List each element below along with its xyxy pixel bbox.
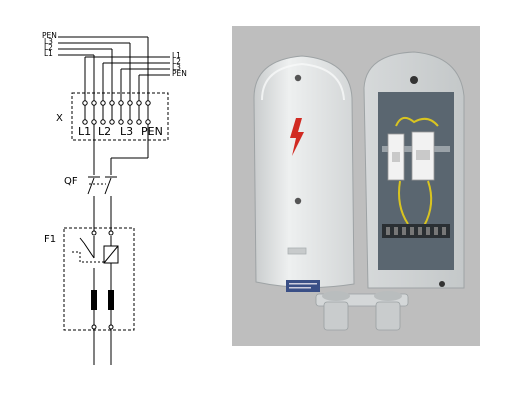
terminal-label-l3: L3 xyxy=(120,125,133,138)
wiring-diagram: PEN L3 L2 L1 L1 L2 L3 PEN X L1 L2 L3 PEN… xyxy=(42,31,187,365)
product-photo xyxy=(232,26,480,346)
lid-screw-top xyxy=(294,74,302,82)
enclosure-base xyxy=(363,51,465,289)
wires xyxy=(58,36,170,365)
bus-right-label-l1: L1 xyxy=(172,51,181,60)
rcd-label: F1 xyxy=(44,234,56,245)
core-right xyxy=(108,290,114,310)
bus-left-label-l1: L1 xyxy=(44,49,53,58)
terminal-label-l1: L1 xyxy=(78,125,91,138)
base-screw-top xyxy=(410,76,418,84)
lightning-bolt-icon xyxy=(290,118,304,156)
enclosure-lid xyxy=(253,55,355,292)
terminal-label-pen: PEN xyxy=(141,125,163,138)
terminal-label-l2: L2 xyxy=(98,125,111,138)
breaker-label: QF xyxy=(64,176,78,187)
bus-right-label-pen: PEN xyxy=(172,69,187,78)
bus-left-label-l2: L2 xyxy=(44,43,53,52)
lid-screw-bottom xyxy=(294,197,302,205)
bus-left-label-l3: L3 xyxy=(44,37,53,46)
cable-glands xyxy=(315,291,409,331)
enclosure-interior xyxy=(378,92,454,270)
bus-right-label-l2: L2 xyxy=(172,57,181,66)
rating-plate xyxy=(286,280,320,292)
terminal-block-label: X xyxy=(56,113,63,124)
bus-right-label-l3: L3 xyxy=(172,63,181,72)
lid-logo xyxy=(287,247,307,255)
terminals xyxy=(82,100,151,330)
bus-left-label-pen: PEN xyxy=(42,31,57,40)
base-screw-bottom xyxy=(439,281,445,287)
core-left xyxy=(91,290,97,310)
